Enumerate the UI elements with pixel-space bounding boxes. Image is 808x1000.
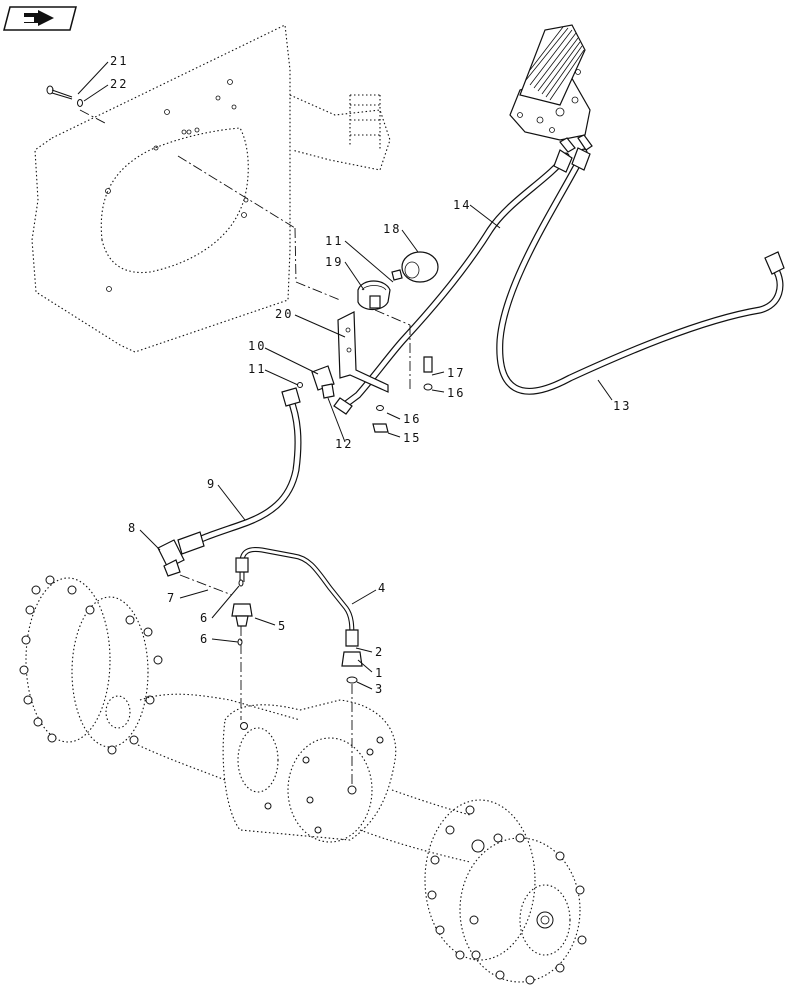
callout-16-right: 16 (447, 386, 465, 400)
bracket-20 (337, 309, 411, 393)
brake-valve (509, 24, 593, 153)
callout-5: 5 (278, 619, 287, 633)
nut-15 (372, 405, 389, 433)
callout-4: 4 (378, 581, 387, 595)
elbow-8 (157, 539, 185, 577)
callout-17: 17 (447, 366, 465, 380)
hose-14 (333, 149, 573, 415)
callout-2: 2 (375, 645, 384, 659)
bolt-17 (423, 356, 433, 391)
callout-18: 18 (383, 222, 401, 236)
callout-1: 1 (375, 666, 384, 680)
hose-13 (496, 147, 785, 395)
callout-16-left: 16 (403, 412, 421, 426)
callout-11-left: 11 (248, 362, 266, 376)
fitting-1 (341, 651, 363, 684)
tube-4 (235, 547, 359, 647)
callout-15: 15 (403, 431, 421, 445)
callout-13: 13 (613, 399, 631, 413)
clamp-19 (357, 280, 391, 311)
callout-6-top: 6 (200, 611, 209, 625)
callout-8: 8 (128, 521, 137, 535)
leader-lines (77, 61, 613, 690)
callout-20: 20 (275, 307, 293, 321)
callouts: 21 22 18 11 19 14 20 10 11 12 17 16 16 1… (110, 54, 631, 696)
nav-button[interactable] (3, 6, 77, 31)
callout-3: 3 (375, 682, 384, 696)
callout-11-top: 11 (325, 234, 343, 248)
callout-21: 21 (110, 54, 128, 68)
callout-6-bottom: 6 (200, 632, 209, 646)
accumulator-18 (391, 251, 439, 283)
bolt-21 (46, 85, 73, 100)
washer-22 (77, 99, 83, 107)
fitting-5 (231, 579, 253, 646)
arrow-icon (24, 10, 54, 26)
right-hub-bolts (427, 805, 587, 985)
cab-panel (31, 24, 391, 353)
left-hub-bolts (19, 575, 163, 755)
axle-assembly (19, 575, 587, 985)
callout-7: 7 (167, 591, 176, 605)
callout-10: 10 (248, 339, 266, 353)
hose-9 (177, 387, 302, 555)
tee-fitting-10 (297, 365, 335, 399)
callout-14: 14 (453, 198, 471, 212)
callout-12: 12 (335, 437, 353, 451)
callout-9: 9 (207, 477, 216, 491)
callout-19: 19 (325, 255, 343, 269)
panel-holes (105, 79, 249, 292)
callout-22: 22 (110, 77, 128, 91)
